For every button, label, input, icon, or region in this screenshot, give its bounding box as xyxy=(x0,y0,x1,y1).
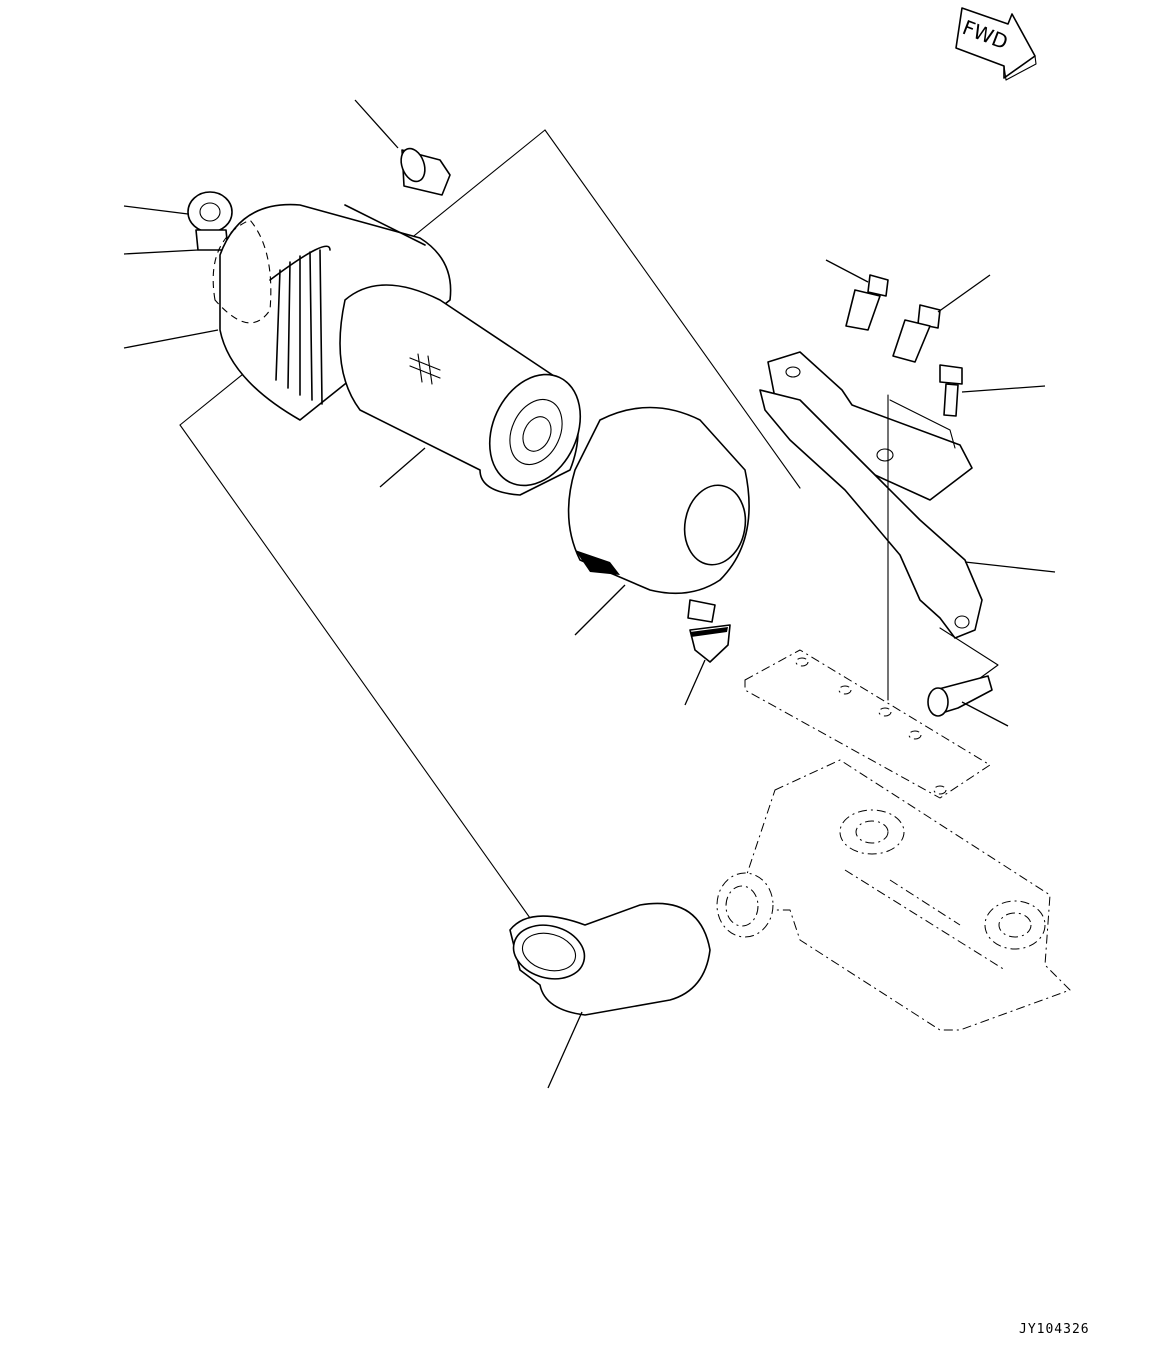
drawing-number: JY104326 xyxy=(1019,1322,1090,1337)
intake-hose xyxy=(509,902,711,1089)
valve-cover xyxy=(716,759,1071,1031)
air-cleaner-body xyxy=(123,203,452,421)
flange-bolt xyxy=(939,364,1046,417)
filter-element xyxy=(339,284,582,496)
stay-plate xyxy=(759,389,1056,701)
cap-nut xyxy=(123,191,233,255)
evacuator-valve xyxy=(684,599,731,706)
fwd-label: FWD xyxy=(959,15,1011,54)
bolt-right xyxy=(892,274,991,363)
bolt-left xyxy=(825,259,889,331)
fwd-arrow-icon: FWD xyxy=(955,7,1037,81)
end-cover xyxy=(567,406,750,636)
banjo-bolt xyxy=(927,675,1009,727)
dust-cap xyxy=(354,99,451,196)
gasket xyxy=(744,649,991,799)
